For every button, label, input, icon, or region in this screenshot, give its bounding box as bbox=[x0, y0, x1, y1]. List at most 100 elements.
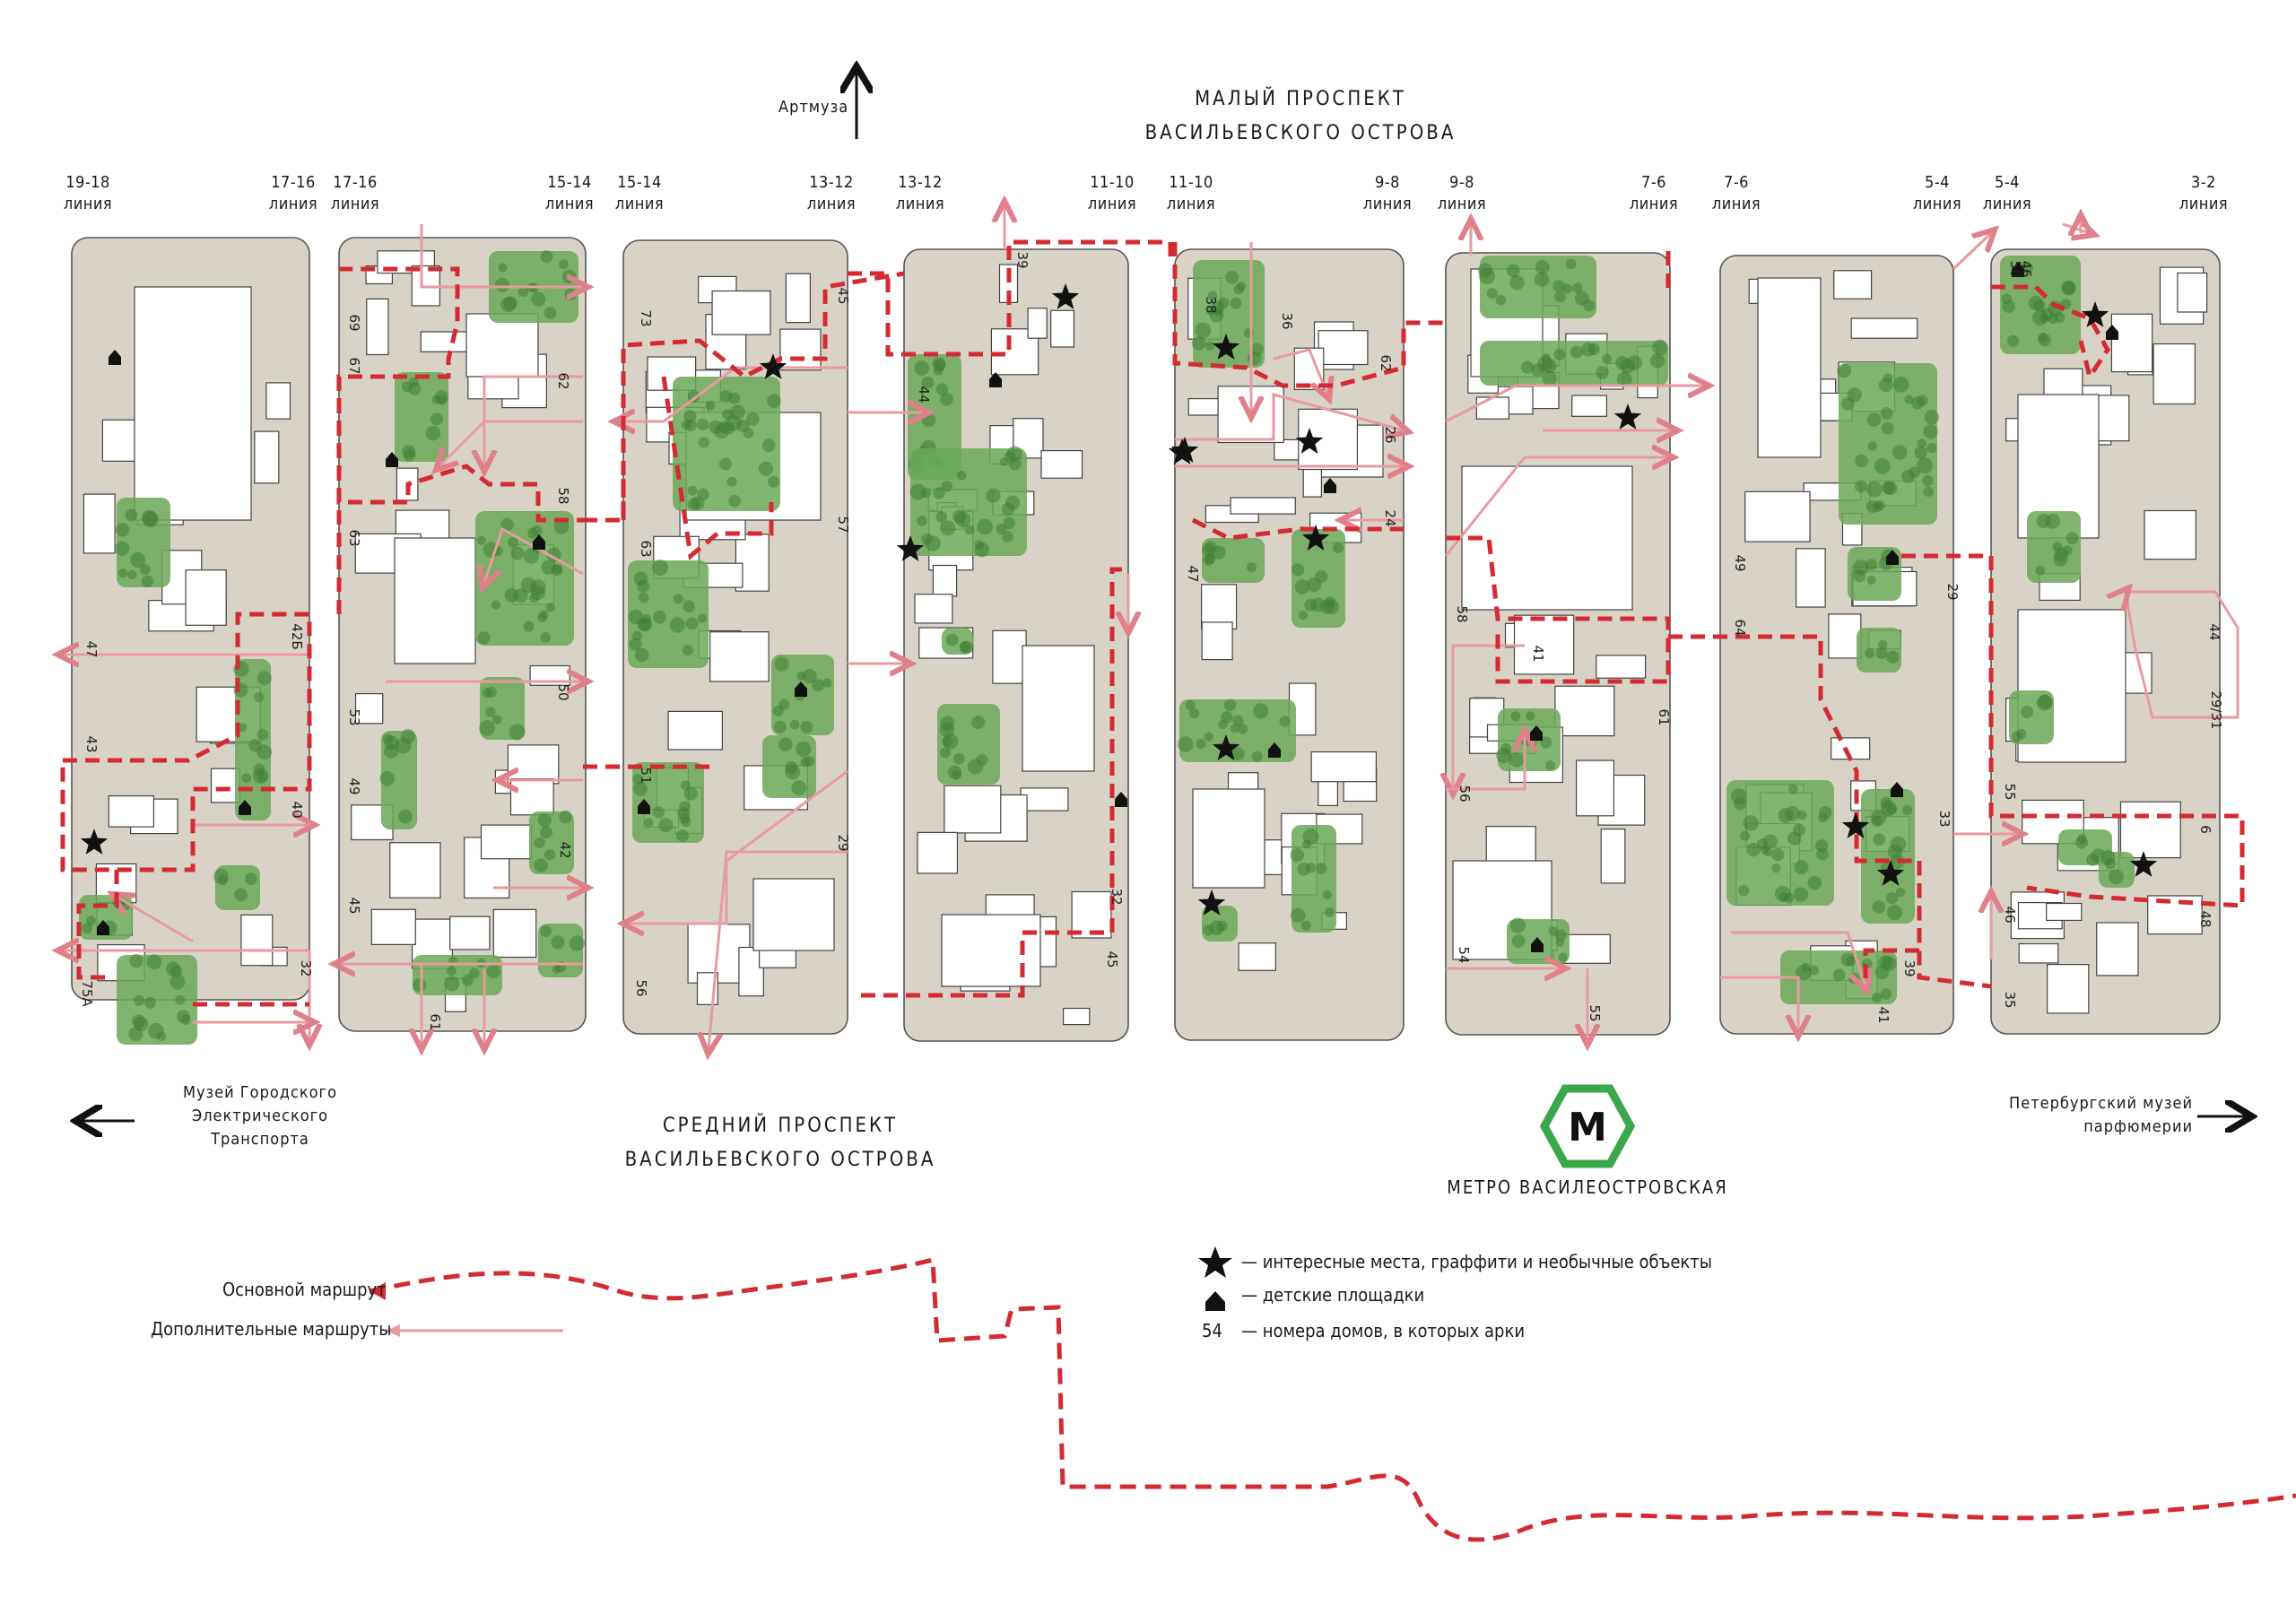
tree bbox=[632, 781, 648, 796]
playground-icon bbox=[239, 800, 251, 815]
tree bbox=[544, 307, 557, 319]
tree bbox=[1740, 830, 1751, 841]
tree bbox=[644, 818, 654, 828]
star-icon bbox=[1051, 283, 1080, 309]
legend-arch-description: — номера домов, в которых арки bbox=[1241, 1320, 1526, 1341]
courtyard bbox=[1022, 645, 1095, 772]
tree bbox=[697, 613, 708, 623]
tree bbox=[1866, 575, 1876, 586]
courtyard bbox=[917, 831, 959, 874]
tree bbox=[1510, 711, 1521, 722]
main-route-segment bbox=[1863, 861, 1922, 986]
house-number: 46 bbox=[2002, 906, 2018, 923]
west-label-line-1: Музей Городского bbox=[183, 1083, 337, 1102]
extra-route-segment bbox=[1453, 644, 1525, 789]
tree bbox=[2038, 334, 2051, 347]
tree bbox=[652, 560, 669, 577]
main-route-segment bbox=[1991, 284, 2110, 383]
courtyard bbox=[1795, 548, 1826, 608]
house-number: 41 bbox=[1530, 645, 1546, 662]
courtyard bbox=[1230, 497, 1296, 515]
tree bbox=[996, 523, 1007, 534]
tree bbox=[1778, 808, 1794, 823]
house-number: 36 bbox=[1279, 312, 1295, 329]
tree bbox=[935, 510, 948, 523]
tree bbox=[561, 269, 577, 284]
tree bbox=[1495, 294, 1507, 306]
north-destination-label: Артмуза bbox=[778, 98, 849, 117]
courtyard bbox=[492, 908, 537, 959]
house-number: 45 bbox=[346, 897, 362, 914]
tree bbox=[1875, 647, 1888, 660]
courtyard bbox=[389, 842, 441, 898]
tree bbox=[1807, 875, 1822, 890]
tree bbox=[234, 888, 248, 902]
tree bbox=[1580, 342, 1596, 357]
tree bbox=[1185, 699, 1196, 710]
tree bbox=[523, 621, 535, 632]
courtyard bbox=[2119, 801, 2181, 859]
green-area bbox=[1726, 780, 1834, 906]
line-number: 15-14 bbox=[547, 173, 592, 192]
tree bbox=[534, 858, 548, 872]
tree bbox=[1738, 884, 1750, 897]
extra-route-segment bbox=[484, 375, 583, 466]
tree bbox=[569, 935, 586, 951]
line-word: линия bbox=[895, 195, 945, 213]
courtyard bbox=[1554, 685, 1615, 737]
line-number: 11-10 bbox=[1090, 173, 1135, 192]
tree bbox=[634, 647, 649, 663]
tree bbox=[917, 516, 927, 526]
tree bbox=[1886, 650, 1900, 664]
house-number: 44 bbox=[916, 386, 932, 403]
tree bbox=[82, 923, 92, 934]
star-icon bbox=[2129, 851, 2158, 877]
tree bbox=[1562, 283, 1573, 294]
house-number: 38 bbox=[1203, 296, 1219, 313]
courtyard bbox=[2147, 895, 2203, 935]
star-icon bbox=[80, 829, 109, 855]
tree bbox=[1316, 863, 1327, 874]
tree bbox=[125, 508, 138, 522]
tree bbox=[128, 1027, 144, 1042]
house-number: 44 bbox=[2206, 623, 2222, 640]
house-number: 6 bbox=[2197, 825, 2213, 834]
tree bbox=[1808, 965, 1819, 976]
tree bbox=[726, 476, 737, 487]
tree bbox=[500, 517, 514, 532]
star-icon bbox=[1170, 437, 1199, 463]
tree bbox=[1873, 833, 1886, 846]
tree bbox=[778, 737, 793, 751]
star-icon bbox=[759, 353, 787, 379]
tree bbox=[1300, 920, 1311, 931]
house-number: 29 bbox=[835, 834, 851, 851]
line-word: линия bbox=[614, 195, 665, 213]
tree bbox=[1792, 823, 1805, 837]
tree bbox=[1866, 481, 1883, 498]
tree bbox=[133, 995, 145, 1007]
tree bbox=[509, 724, 526, 741]
courtyard bbox=[2177, 272, 2208, 313]
extra-route-segment bbox=[1175, 393, 1404, 441]
courtyard bbox=[1833, 270, 1873, 299]
line-number: 5-4 bbox=[1995, 173, 2020, 192]
extra-route-segment bbox=[420, 224, 583, 287]
tree bbox=[520, 577, 536, 594]
tree bbox=[1583, 299, 1596, 312]
tree bbox=[952, 509, 967, 524]
line-number: 13-12 bbox=[898, 173, 943, 192]
tree bbox=[486, 964, 501, 979]
house-number: 75А bbox=[79, 980, 95, 1007]
tree bbox=[976, 754, 988, 766]
tree bbox=[1923, 424, 1938, 439]
courtyard bbox=[185, 569, 227, 626]
tree bbox=[1520, 360, 1534, 374]
tree bbox=[1887, 905, 1903, 921]
house-number: 55 bbox=[2002, 783, 2018, 800]
house-number: 58 bbox=[1454, 605, 1470, 622]
